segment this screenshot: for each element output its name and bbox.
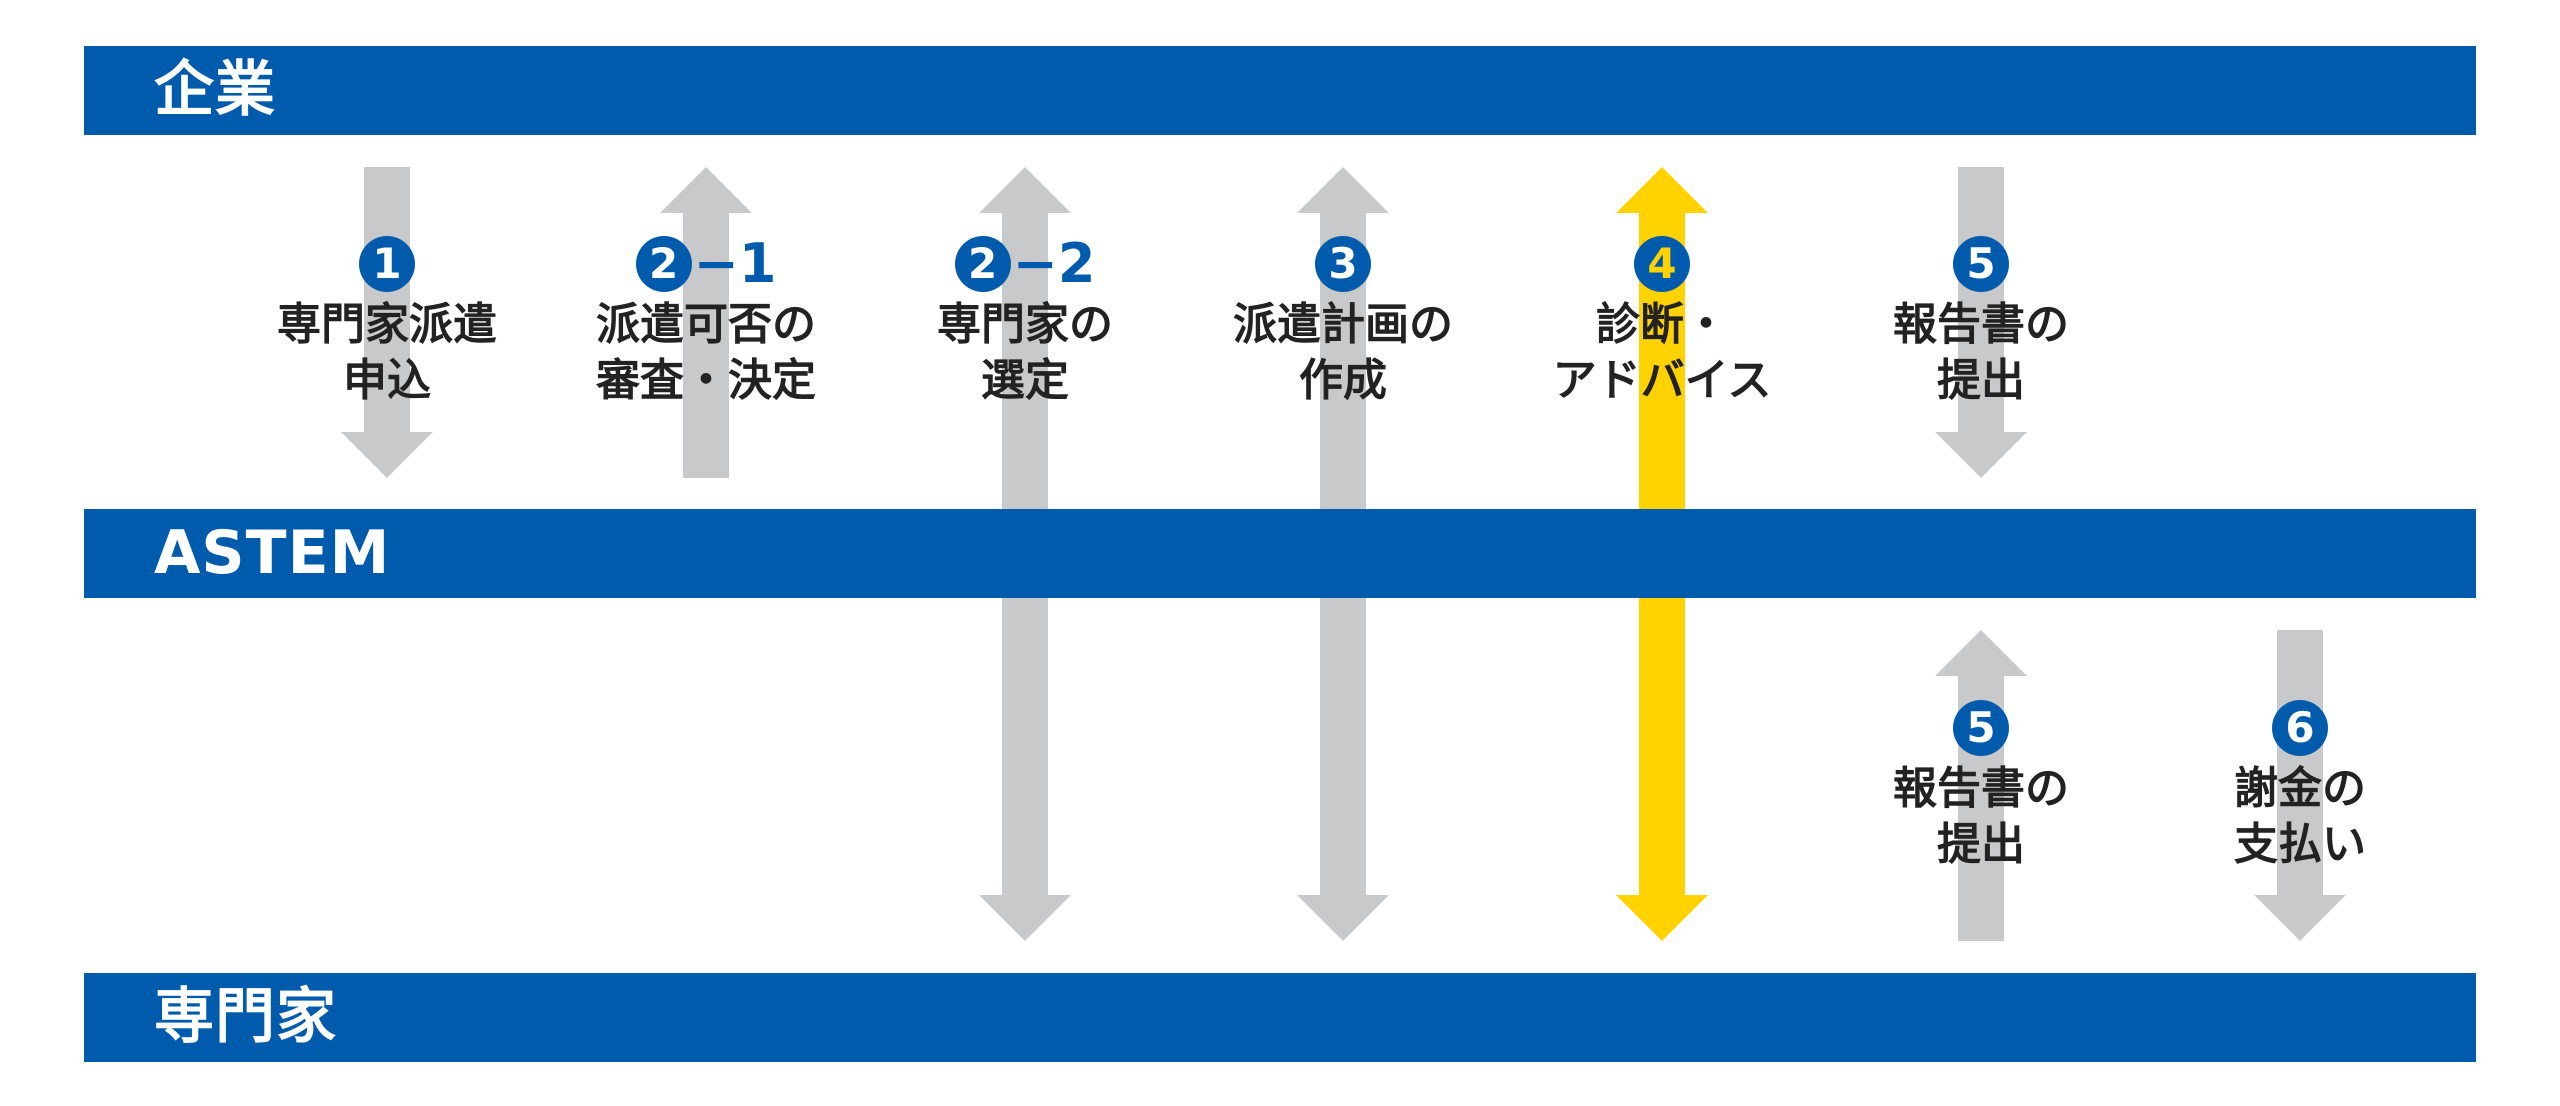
lane-label-company: 企業 [154, 55, 276, 125]
step-4: 4 診断・アドバイス [1512, 233, 1812, 409]
arrow-step-1 [341, 167, 433, 478]
arrow-step-6 [2254, 630, 2346, 941]
step-label: 申込 [343, 355, 431, 406]
lane-band-expert: 専門家 [84, 973, 2476, 1062]
lane-band-company: 企業 [84, 46, 2476, 135]
step-5-to-company: 5 報告書の提出 [1831, 233, 2131, 409]
step-label: 作成 [1299, 355, 1387, 406]
step-label: 審査・決定 [596, 355, 816, 406]
step-label: 選定 [981, 355, 1069, 406]
step-label: 専門家派遣 [277, 299, 497, 350]
step-3: 3 派遣計画の作成 [1193, 233, 1493, 409]
arrow-step-5-to-astem [1935, 630, 2027, 941]
step-label: 謝金の [2234, 763, 2366, 814]
step-label: 支払い [2234, 819, 2366, 870]
step-6: 6 謝金の支払い [2150, 697, 2450, 873]
step-number-badge: 1 [359, 236, 415, 292]
step-label: 報告書の [1893, 763, 2069, 814]
step-number-badge: 5 [1953, 700, 2009, 756]
step-label: 提出 [1937, 819, 2025, 870]
step-label: 提出 [1937, 355, 2025, 406]
step-number-badge: 4 [1634, 236, 1690, 292]
step-2-1: 2−1 派遣可否の審査・決定 [556, 233, 856, 409]
step-number-suffix: −2 [1012, 232, 1096, 295]
step-label: 派遣計画の [1233, 299, 1453, 350]
lane-band-astem: ASTEM [84, 509, 2476, 598]
step-1: 1 専門家派遣申込 [237, 233, 537, 409]
step-2-2: 2−2 専門家の選定 [875, 233, 1175, 409]
lane-label-expert: 専門家 [154, 982, 337, 1052]
lane-label-astem: ASTEM [154, 518, 391, 588]
step-label: 診断・ [1596, 299, 1728, 350]
step-number-suffix: −1 [693, 232, 777, 295]
step-5-to-astem: 5 報告書の提出 [1831, 697, 2131, 873]
step-label: 派遣可否の [596, 299, 816, 350]
step-label: 報告書の [1893, 299, 2069, 350]
step-number-badge: 2 [635, 236, 692, 292]
step-number-badge: 2 [954, 236, 1011, 292]
arrow-step-5-to-company [1935, 167, 2027, 478]
step-label: アドバイス [1552, 355, 1772, 406]
step-number-badge: 3 [1315, 236, 1371, 292]
step-label: 専門家の [937, 299, 1113, 350]
step-number-badge: 5 [1953, 236, 2009, 292]
step-number-badge: 6 [2272, 700, 2328, 756]
